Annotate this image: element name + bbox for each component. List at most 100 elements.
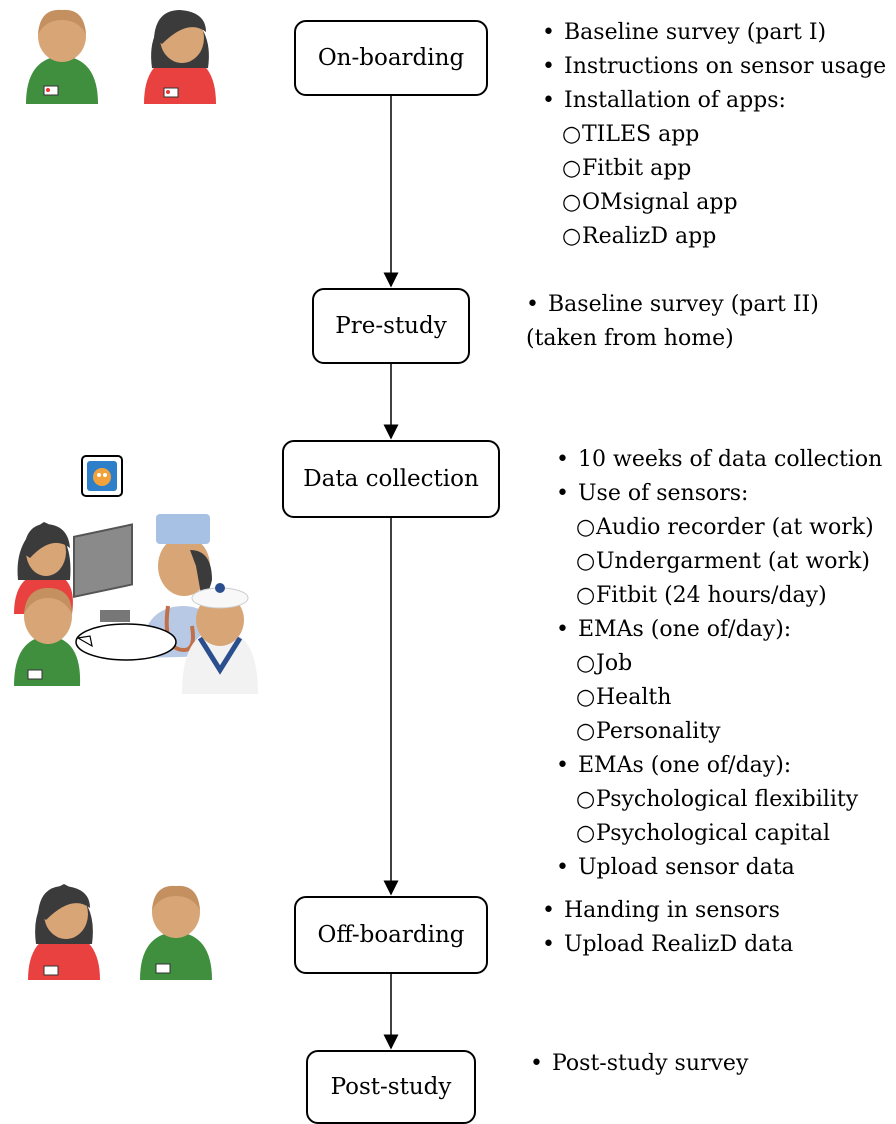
tiles-app-icon <box>81 455 123 497</box>
sailor-icon <box>182 583 258 694</box>
note-text: EMAs (one of/day): <box>578 617 792 642</box>
male-staff-icon <box>26 9 98 104</box>
note-text: Audio recorder (at work) <box>596 515 874 540</box>
note-text: Upload sensor data <box>578 855 795 880</box>
bullet-icon: • <box>530 1051 543 1076</box>
note-text: Fitbit (24 hours/day) <box>596 583 827 608</box>
note-text: OMsignal app <box>582 190 738 215</box>
bullet-icon: • <box>556 617 569 642</box>
stage-label: Data collection <box>303 466 479 492</box>
bullet-icon: • <box>542 54 555 79</box>
sub-note-item: ○Health <box>556 681 882 715</box>
sub-bullet-icon: ○ <box>576 515 596 540</box>
note-text: Handing in sensors <box>564 898 780 923</box>
bullet-icon: • <box>526 292 539 317</box>
sub-note-item: ○TILES app <box>542 118 886 152</box>
sub-bullet-icon: ○ <box>576 821 596 846</box>
male-worker-icon <box>14 588 81 686</box>
note-text: Health <box>596 685 672 710</box>
note-item: • Upload RealizD data <box>542 928 793 962</box>
stage-label: Off-boarding <box>317 922 465 948</box>
bullet-icon: • <box>542 20 555 45</box>
bullet-icon: • <box>556 447 569 472</box>
computer-monitor-icon <box>73 523 133 599</box>
note-item: • Use of sensors: <box>556 477 882 511</box>
sub-bullet-icon: ○ <box>562 224 582 249</box>
female-staff-icon <box>144 10 216 104</box>
note-text: Psychological flexibility <box>596 787 859 812</box>
stage-notes-prestudy: • Baseline survey (part II) (taken from ho… <box>526 288 819 356</box>
note-text: Use of sensors: <box>578 481 749 506</box>
female-staff-icon-offboarding <box>28 884 100 980</box>
sub-note-item: ○Fitbit app <box>542 152 886 186</box>
stage-label: Post-study <box>330 1074 452 1100</box>
sub-bullet-icon: ○ <box>576 787 596 812</box>
stage-label: On-boarding <box>317 45 465 71</box>
stage-notes-onboarding: • Baseline survey (part I) • Instructions o… <box>542 16 886 254</box>
note-text: Personality <box>596 719 721 744</box>
note-text: RealizD app <box>582 224 717 249</box>
stage-box-offboarding: Off-boarding <box>294 896 488 974</box>
sub-bullet-icon: ○ <box>562 190 582 215</box>
sub-note-item: ○RealizD app <box>542 220 886 254</box>
note-text: TILES app <box>582 122 700 147</box>
note-item: • Baseline survey (part II) <box>526 288 819 322</box>
bullet-icon: • <box>542 88 555 113</box>
note-text: Instructions on sensor usage <box>564 54 887 79</box>
sub-bullet-icon: ○ <box>562 156 582 181</box>
sub-note-item: ○Job <box>556 647 882 681</box>
sub-note-item: ○Undergarment (at work) <box>556 545 882 579</box>
work-scene-illustration <box>14 514 258 694</box>
note-text: Undergarment (at work) <box>596 549 870 574</box>
note-item: • EMAs (one of/day): <box>556 613 882 647</box>
note-item: • Baseline survey (part I) <box>542 16 886 50</box>
note-text: (taken from home) <box>526 326 734 351</box>
sub-note-item: ○OMsignal app <box>542 186 886 220</box>
sub-bullet-icon: ○ <box>562 122 582 147</box>
note-item: • Handing in sensors <box>542 894 793 928</box>
bullet-icon: • <box>556 753 569 778</box>
note-text: Psychological capital <box>596 821 831 846</box>
sub-note-item: ○Psychological capital <box>556 817 882 851</box>
note-text: Upload RealizD data <box>564 932 794 957</box>
note-item: • 10 weeks of data collection <box>556 443 882 477</box>
note-item: (taken from home) <box>526 322 819 356</box>
bullet-icon: • <box>542 932 555 957</box>
note-text: Post-study survey <box>552 1051 749 1076</box>
note-item: • Instructions on sensor usage <box>542 50 886 84</box>
sub-bullet-icon: ○ <box>576 685 596 710</box>
note-item: • EMAs (one of/day): <box>556 749 882 783</box>
sub-bullet-icon: ○ <box>576 583 596 608</box>
stage-box-poststudy: Post-study <box>306 1050 476 1124</box>
stage-box-datacollection: Data collection <box>282 440 500 518</box>
male-staff-icon-offboarding <box>140 885 212 980</box>
sub-bullet-icon: ○ <box>576 719 596 744</box>
stage-notes-datacollection: • 10 weeks of data collection • Use of sens… <box>556 443 882 885</box>
stage-box-onboarding: On-boarding <box>294 20 488 96</box>
note-text: EMAs (one of/day): <box>578 753 792 778</box>
note-item: • Installation of apps: <box>542 84 886 118</box>
note-item: • Upload sensor data <box>556 851 882 885</box>
sub-note-item: ○Personality <box>556 715 882 749</box>
speech-bubble <box>75 623 177 661</box>
sub-note-item: ○Psychological flexibility <box>556 783 882 817</box>
stage-label: Pre-study <box>335 313 447 339</box>
note-text: Job <box>596 651 633 676</box>
stage-box-prestudy: Pre-study <box>312 288 470 364</box>
bullet-icon: • <box>556 855 569 880</box>
sub-note-item: ○Fitbit (24 hours/day) <box>556 579 882 613</box>
stage-notes-offboarding: • Handing in sensors • Upload RealizD data <box>542 894 793 962</box>
note-text: 10 weeks of data collection <box>578 447 883 472</box>
bullet-icon: • <box>542 898 555 923</box>
stage-notes-poststudy: • Post-study survey <box>530 1047 748 1081</box>
bullet-icon: • <box>556 481 569 506</box>
note-item: • Post-study survey <box>530 1047 748 1081</box>
note-text: Baseline survey (part II) <box>548 292 819 317</box>
note-text: Baseline survey (part I) <box>564 20 827 45</box>
sub-bullet-icon: ○ <box>576 549 596 574</box>
sub-bullet-icon: ○ <box>576 651 596 676</box>
note-text: Fitbit app <box>582 156 692 181</box>
note-text: Installation of apps: <box>564 88 786 113</box>
